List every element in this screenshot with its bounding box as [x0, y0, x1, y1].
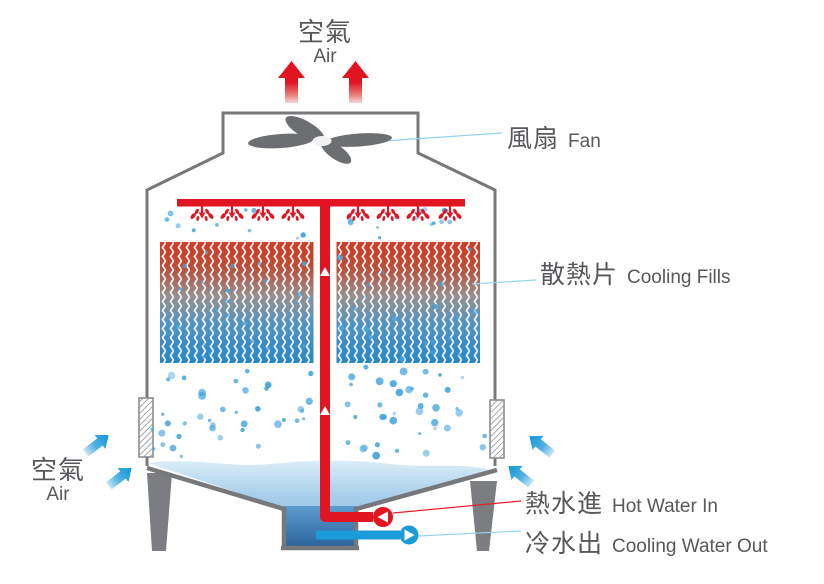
pipe-up-arrow-icon: [320, 406, 330, 415]
label-air-side-zh: 空氣: [30, 455, 85, 485]
label-cooling-fills: 散熱片 Cooling Fills: [540, 262, 731, 289]
blue-diagonal-arrow-icon: [80, 428, 115, 461]
flow-in-left-arrow-icon: [373, 507, 393, 527]
label-air-top: 空氣 Air: [263, 17, 387, 68]
label-air-side-en: Air: [46, 484, 70, 506]
label-hot-water-in-en: Hot Water In: [612, 496, 718, 517]
blue-diagonal-arrow-icon: [523, 429, 558, 462]
hot-water-pipe: [320, 202, 373, 522]
tower-leg-right: [470, 481, 497, 551]
blue-diagonal-arrow-icon: [103, 461, 138, 494]
tower-leg-left: [147, 473, 172, 551]
label-fan-zh: 風扇: [507, 125, 560, 153]
label-hot-water-in: 熱水進 Hot Water In: [525, 491, 718, 518]
blue-diagonal-arrow-icon: [502, 459, 537, 492]
red-up-arrow-icon: [278, 61, 305, 103]
louver-left-icon: [138, 397, 154, 458]
fan-leader-line: [383, 132, 503, 142]
label-hot-water-in-zh: 熱水進: [525, 490, 604, 518]
red-up-arrow-icons: [278, 61, 369, 103]
label-air-side: 空氣 Air: [16, 455, 100, 506]
label-cooling-fills-en: Cooling Fills: [627, 267, 731, 288]
label-air-top-zh: 空氣: [297, 17, 352, 47]
label-cooling-water-out: 冷水出 Cooling Water Out: [525, 531, 768, 558]
label-fan: 風扇 Fan: [507, 126, 601, 153]
hot-leader-line: [392, 500, 522, 514]
label-air-top-en: Air: [313, 46, 337, 68]
label-cooling-water-out-zh: 冷水出: [525, 530, 604, 558]
fan-icon: [248, 116, 392, 164]
label-cooling-fills-zh: 散熱片: [540, 261, 619, 289]
red-up-arrow-icon: [342, 61, 369, 103]
flow-out-right-arrow-icon: [399, 525, 419, 545]
label-fan-en: Fan: [568, 131, 601, 152]
label-cooling-water-out-en: Cooling Water Out: [612, 536, 768, 557]
fills-leader-line: [471, 279, 537, 285]
leader-lines: [383, 132, 537, 537]
water-droplets: [150, 207, 488, 460]
pipe-up-arrow-icon: [320, 267, 330, 276]
fan-hub: [312, 136, 332, 146]
louver-right-icon: [489, 399, 505, 459]
cold-leader-line: [417, 530, 522, 537]
